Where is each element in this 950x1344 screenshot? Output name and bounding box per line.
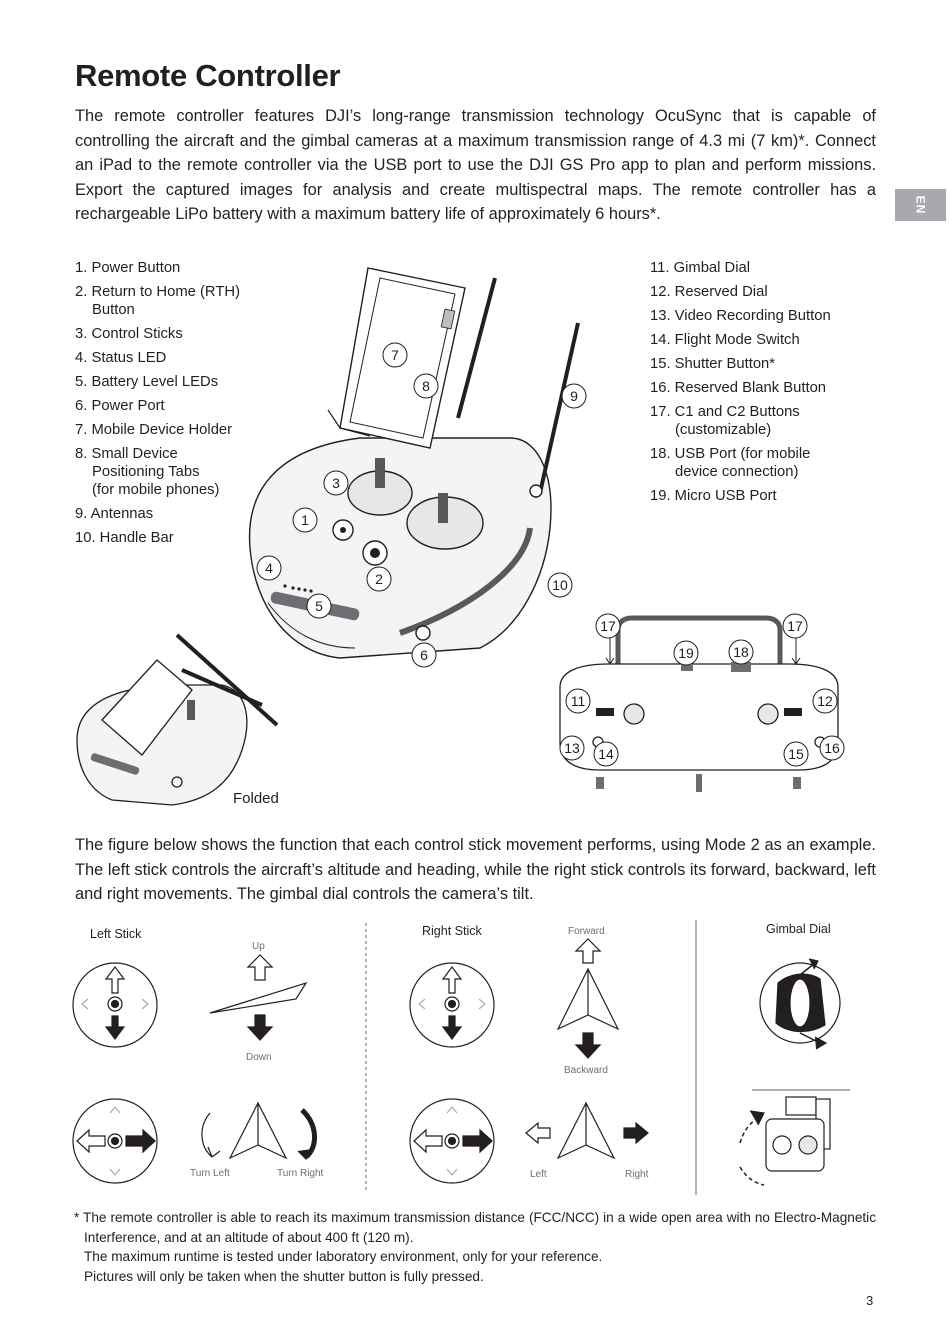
- forward-label: Forward: [568, 926, 605, 937]
- list-item: 16. Reserved Blank Button: [650, 380, 827, 396]
- callout-6: 6: [420, 647, 428, 663]
- footnote-line: The maximum runtime is tested under labo…: [84, 1249, 603, 1264]
- callout-3: 3: [332, 475, 340, 491]
- turn-right-label: Turn Right: [277, 1168, 324, 1179]
- remote-back-illustration: 17 17 19 18 11 12 13 14 15 16: [559, 613, 845, 792]
- language-tab-label: EN: [913, 195, 928, 215]
- callout-17-right: 17: [787, 618, 803, 634]
- right-label: Right: [625, 1169, 649, 1180]
- left-stick-label: Left Stick: [90, 927, 142, 941]
- list-item: 9. Antennas: [75, 506, 154, 522]
- callout-2: 2: [375, 571, 383, 587]
- footnote: * The remote controller is able to reach…: [74, 1208, 876, 1286]
- parts-list-left: 1. Power Button 2. Return to Home (RTH)B…: [75, 259, 285, 553]
- page-title: Remote Controller: [75, 58, 341, 93]
- footnote-line: * The remote controller is able to reach…: [74, 1210, 876, 1245]
- callout-14: 14: [598, 746, 614, 762]
- backward-label: Backward: [564, 1065, 608, 1076]
- callout-11: 11: [571, 693, 586, 709]
- language-tab[interactable]: EN: [895, 189, 946, 221]
- callout-5: 5: [315, 598, 323, 614]
- footnote-line: Pictures will only be taken when the shu…: [84, 1268, 484, 1284]
- page-number: 3: [866, 1293, 874, 1308]
- parts-list-right: 11. Gimbal Dial 12. Reserved Dial 13. Vi…: [650, 259, 880, 511]
- left-label: Left: [530, 1169, 547, 1180]
- stick-function-diagram: Left Stick Right Stick Gimbal Dial Up Do…: [60, 915, 890, 1200]
- callout-8: 8: [422, 378, 430, 394]
- up-label: Up: [252, 941, 265, 952]
- gimbal-dial-label: Gimbal Dial: [766, 922, 831, 936]
- remote-controller-illustration: 7 8 9 3 1 4 2 5 6 10: [248, 267, 587, 668]
- callout-18: 18: [733, 644, 749, 660]
- right-stick-label: Right Stick: [422, 924, 482, 938]
- list-item: 13. Video Recording Button: [650, 308, 831, 324]
- list-item: 14. Flight Mode Switch: [650, 332, 800, 348]
- turn-left-label: Turn Left: [190, 1168, 230, 1179]
- callout-19: 19: [678, 645, 694, 661]
- list-item: 4. Status LED: [75, 350, 167, 366]
- list-item: 19. Micro USB Port: [650, 488, 777, 504]
- callout-17-left: 17: [600, 618, 616, 634]
- callout-7: 7: [391, 347, 399, 363]
- list-item: 2. Return to Home (RTH)Button: [75, 284, 241, 318]
- callout-9: 9: [570, 388, 578, 404]
- list-item: 6. Power Port: [75, 398, 165, 414]
- folded-remote-illustration: [76, 633, 279, 806]
- callout-15: 15: [788, 746, 804, 762]
- callout-4: 4: [265, 560, 273, 576]
- list-item: 1. Power Button: [75, 260, 181, 276]
- list-item: 3. Control Sticks: [75, 326, 183, 342]
- callout-13: 13: [564, 740, 580, 756]
- list-item: 15. Shutter Button*: [650, 356, 776, 372]
- stick-diagram-graphics: [72, 920, 850, 1195]
- callout-10: 10: [552, 577, 568, 593]
- callout-12: 12: [817, 693, 833, 709]
- callout-16: 16: [824, 740, 840, 756]
- list-item: 17. C1 and C2 Buttons(customizable): [650, 404, 800, 438]
- intro-paragraph: The remote controller features DJI’s lon…: [75, 107, 876, 224]
- down-label: Down: [246, 1052, 272, 1063]
- stick-description-paragraph: The figure below shows the function that…: [75, 836, 876, 904]
- list-item: 7. Mobile Device Holder: [75, 422, 233, 438]
- list-item: 12. Reserved Dial: [650, 284, 768, 300]
- list-item: 10. Handle Bar: [75, 530, 174, 546]
- folded-caption: Folded: [233, 790, 279, 807]
- callout-1: 1: [301, 512, 309, 528]
- list-item: 5. Battery Level LEDs: [75, 374, 219, 390]
- list-item: 11. Gimbal Dial: [650, 260, 751, 276]
